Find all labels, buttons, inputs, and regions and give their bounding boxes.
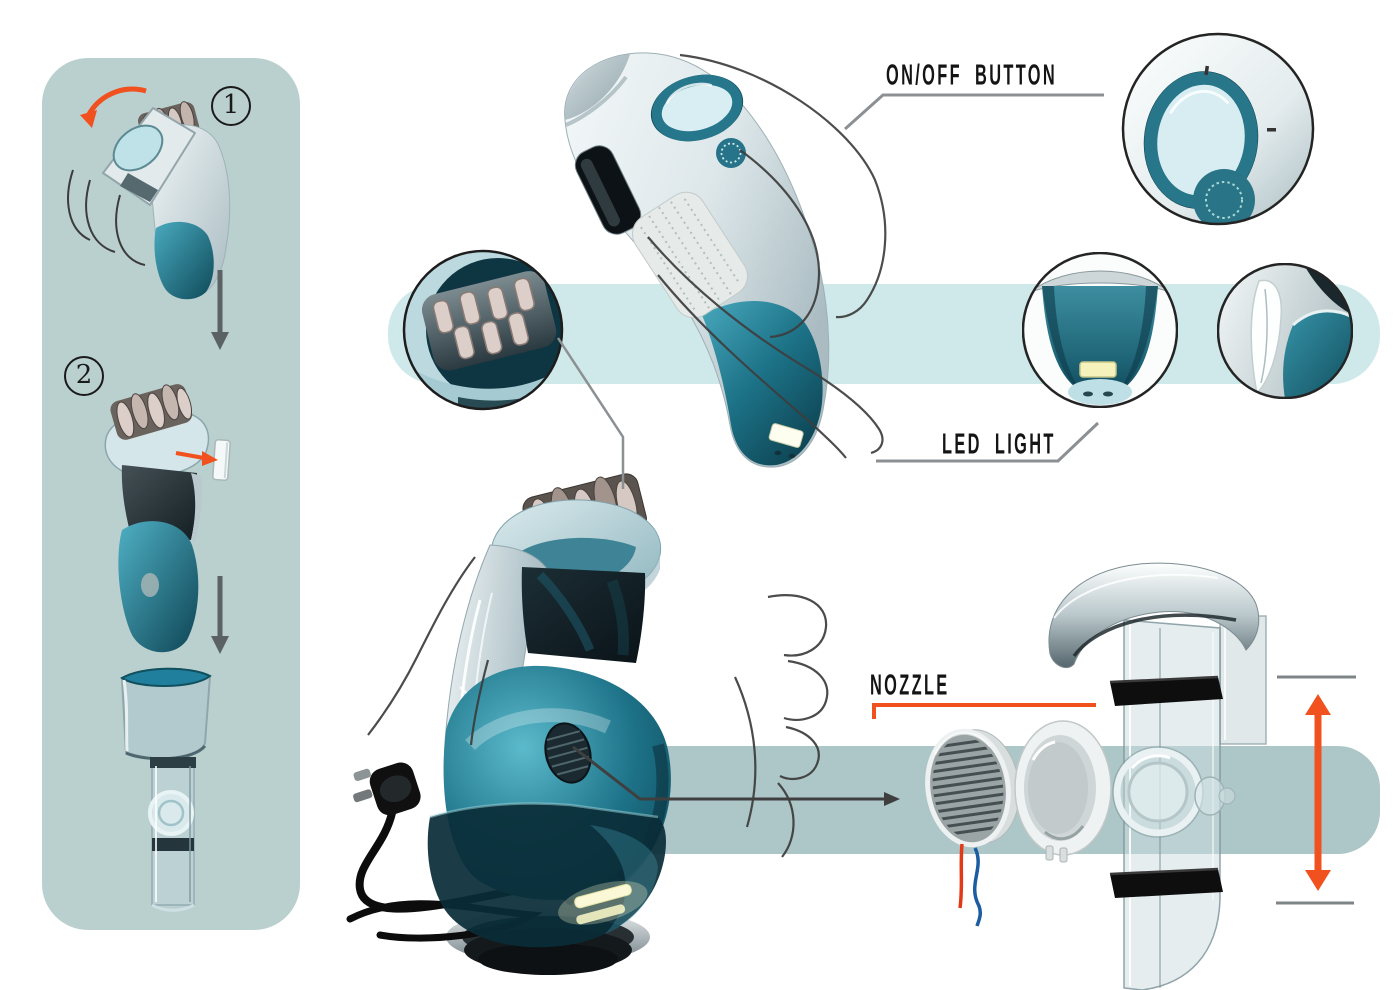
- side-window: [574, 145, 642, 235]
- open-head-frame: [102, 107, 196, 206]
- step-2-illustration: [104, 384, 231, 653]
- tank-stem: [148, 757, 196, 912]
- power-plug: [353, 762, 421, 816]
- hand-sketch: [647, 53, 887, 459]
- head-cap: [564, 54, 630, 120]
- mount-assembly-render: [1048, 562, 1267, 990]
- led-light-label: LED LIGHT: [942, 429, 1056, 461]
- lens-ring: [1112, 746, 1204, 838]
- led-window: [1079, 361, 1117, 378]
- standing-device-render: [346, 473, 829, 975]
- teal-tip: [702, 301, 823, 466]
- on-off-button-callout-circle: [1121, 32, 1315, 226]
- filter-panel-chip: [212, 438, 231, 481]
- water-tank-illustration: [120, 667, 212, 912]
- led-window: [768, 423, 804, 448]
- step-1-number-badge: 1: [211, 86, 251, 126]
- clamp-top: [1110, 677, 1223, 706]
- clamp-bottom: [1110, 869, 1223, 898]
- chrome-hook: [1048, 562, 1260, 669]
- hand-sketch: [67, 169, 146, 266]
- heater-wires: [958, 843, 982, 927]
- epilator-head-callout-circle: [402, 249, 564, 411]
- nozzle-exploded-parts: [925, 720, 1112, 927]
- led-light-callout-circle: [1022, 252, 1178, 408]
- on-off-button: [650, 74, 744, 142]
- epilator-rollers: [110, 384, 193, 440]
- dock-led-glow: [558, 881, 648, 925]
- step-1-illustration: [67, 101, 231, 300]
- step-2-number-badge: 2: [64, 356, 104, 396]
- side-panel-callout-circle: [1217, 263, 1353, 399]
- nozzle-grille-part: [925, 728, 1020, 848]
- step-1-device-body: [67, 101, 231, 300]
- grip-texture-panel: [632, 191, 748, 319]
- on-off-button-label: ON/OFF BUTTON: [886, 60, 1058, 92]
- mid-chamber: [121, 465, 198, 540]
- nozzle-cap-part: [1014, 720, 1112, 863]
- nozzle-label: NOZZLE: [870, 670, 950, 702]
- handheld-device-render: [564, 52, 887, 468]
- speaker-button: [716, 138, 746, 168]
